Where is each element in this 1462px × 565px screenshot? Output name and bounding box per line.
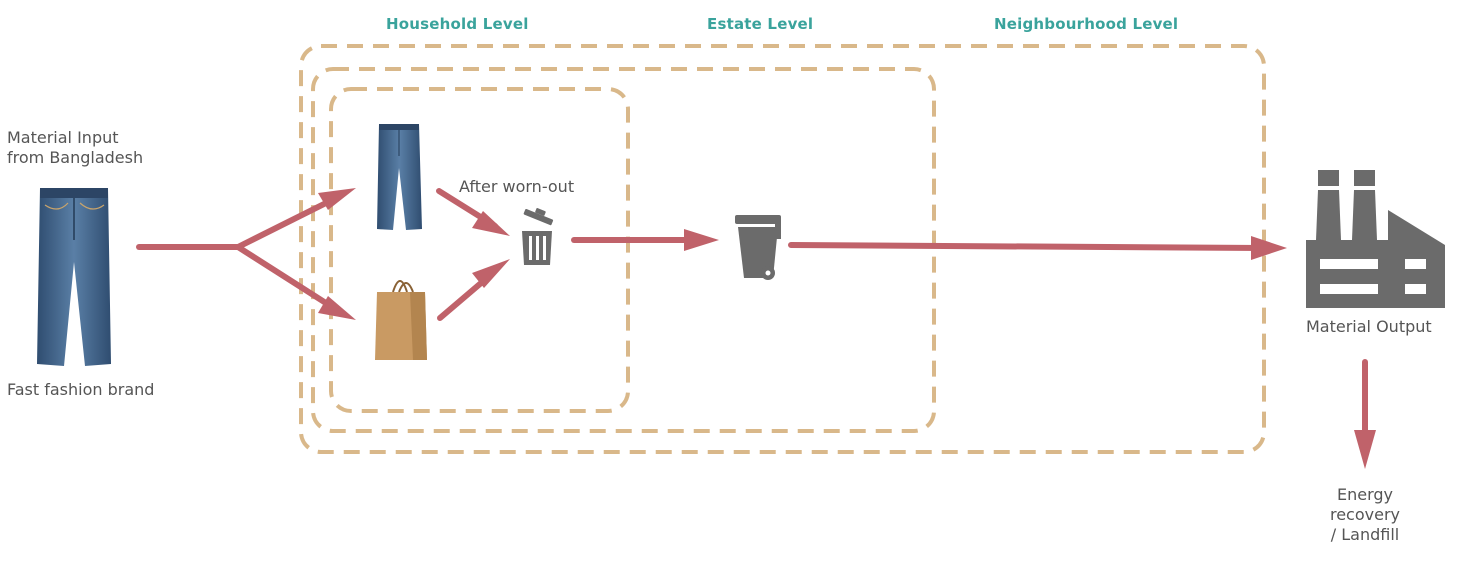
material-output-label: Material Output xyxy=(1306,317,1432,336)
arrow-head xyxy=(472,211,510,236)
arrow-head xyxy=(684,229,719,251)
household-level-label: Household Level xyxy=(386,15,529,33)
jeans-icon xyxy=(377,124,422,230)
paper-bag-icon xyxy=(375,280,427,360)
jeans-icon xyxy=(37,188,111,366)
branch-up-line xyxy=(235,193,343,250)
estate-boundary xyxy=(311,67,936,433)
wheelie-bin-icon xyxy=(735,215,781,280)
brand-label: Fast fashion brand xyxy=(7,380,155,399)
household-boundary xyxy=(329,87,630,413)
energy-line1: Energy xyxy=(1336,485,1393,504)
arrow-head xyxy=(318,296,356,320)
energy-line3: / Landfill xyxy=(1330,525,1400,544)
after-worn-out-label: After worn-out xyxy=(459,177,575,196)
energy-recovery-label: Energy recovery / Landfill xyxy=(1305,485,1425,545)
material-input-line1: Material Input xyxy=(7,128,119,147)
material-input-label: Material Input from Bangladesh xyxy=(7,128,143,168)
energy-line2: recovery xyxy=(1329,505,1400,524)
arrow-head xyxy=(1251,236,1287,260)
trash-can-icon xyxy=(522,208,554,265)
arrow-head xyxy=(472,259,510,288)
estate-level-label: Estate Level xyxy=(707,15,814,33)
arrow-head xyxy=(318,188,356,210)
arrow-heads xyxy=(318,188,1376,469)
bin-to-factory-line xyxy=(788,242,1265,251)
neighbourhood-level-label: Neighbourhood Level xyxy=(994,15,1179,33)
branch-down-line xyxy=(235,244,343,315)
factory-icon xyxy=(1306,170,1445,308)
flow-arrows xyxy=(136,188,1368,437)
material-input-line2: from Bangladesh xyxy=(7,148,144,167)
arrow-head xyxy=(1354,430,1376,469)
